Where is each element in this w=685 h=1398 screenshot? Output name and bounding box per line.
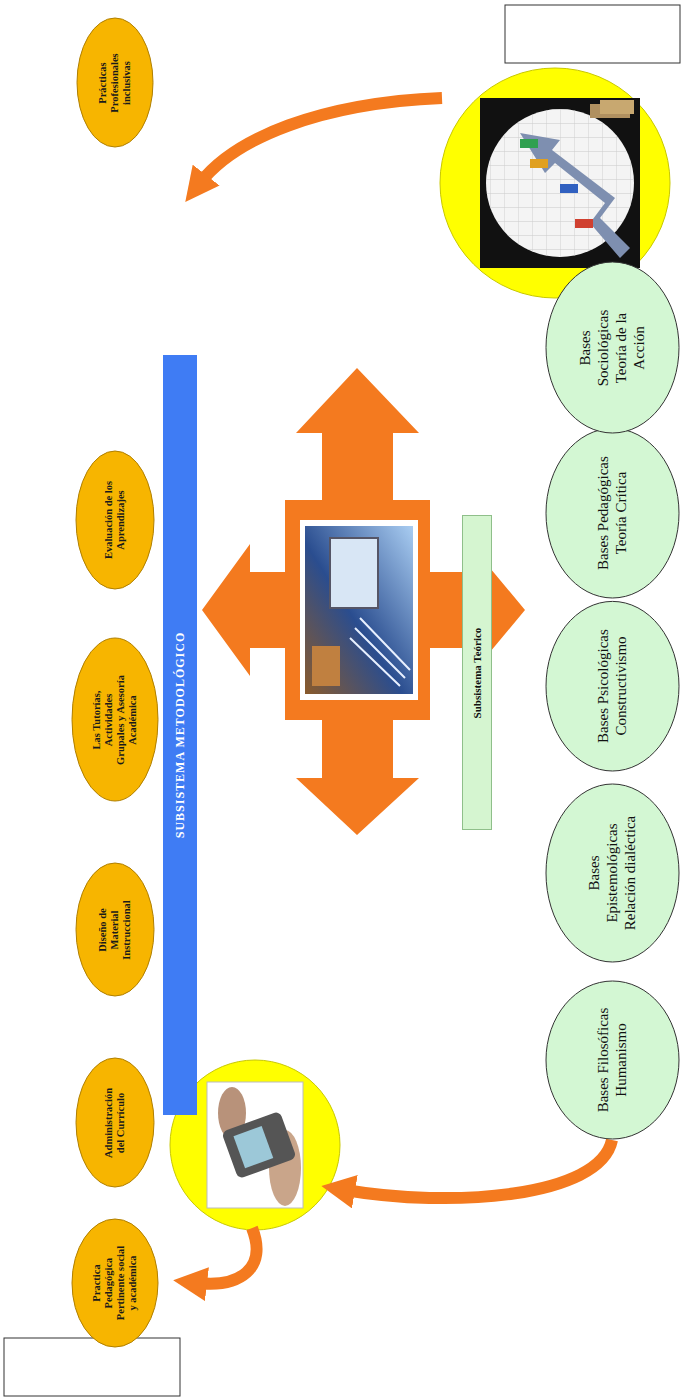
gold-oval: Diseño de Material Instruccional [75, 863, 155, 998]
text-holder: Diseño de Material Instruccional [97, 890, 133, 970]
node-text: Bases Psicológicas [594, 629, 612, 743]
text-holder: SUBSISTEMA METODOLÓGICO [173, 632, 188, 839]
node-text: Teoría de la Acción [612, 291, 648, 406]
empty-frame [505, 5, 680, 63]
node-text: Constructivismo [612, 636, 630, 735]
oval-shape [546, 601, 679, 771]
green-oval: Bases SociológicasTeoría de la Acción [545, 262, 680, 435]
green-oval: Bases PsicológicasConstructivismo [545, 600, 680, 772]
oval-shape [546, 263, 679, 434]
oval-shape [76, 864, 154, 997]
green-oval: Bases PedagógicasTeoría Crítica [545, 427, 680, 599]
oval-shape [72, 639, 158, 802]
text-holder: Subsistema Teórico [471, 628, 483, 719]
node-text: Las Tutorías, Actividades Grupales y Ase… [91, 673, 139, 768]
phone-photo [207, 1082, 303, 1208]
green-oval: Bases EpistemológicasRelación dialéctica [545, 783, 680, 963]
gold-oval: Prácticas Profesionales inclusivas [76, 18, 154, 149]
text-holder: Administración del Currículo [103, 1081, 127, 1166]
subsystem-bar: SUBSISTEMA METODOLÓGICO [163, 355, 197, 1115]
text-holder: Practica Pedagógica Pertinente social y … [91, 1244, 139, 1322]
node-text: Administración del Currículo [103, 1081, 127, 1166]
node-text: Relación dialéctica [621, 816, 639, 931]
curved-arrow [200, 98, 442, 183]
node-text: SUBSISTEMA METODOLÓGICO [173, 632, 188, 839]
oval-outline [545, 262, 680, 435]
curved-arrow [197, 1228, 257, 1284]
node-text: Teoría Crítica [612, 472, 630, 555]
text-holder: Bases PsicológicasConstructivismo [594, 629, 630, 743]
gold-oval: Practica Pedagógica Pertinente social y … [71, 1218, 159, 1348]
gold-oval: Las Tutorías, Actividades Grupales y Ase… [71, 638, 159, 803]
empty-frame [4, 1338, 180, 1396]
node-text: Practica Pedagógica Pertinente social y … [91, 1244, 139, 1322]
text-holder: Bases SociológicasTeoría de la Acción [576, 291, 648, 406]
node-text: Bases Sociológicas [576, 291, 612, 406]
node-text: Bases Epistemológicas [585, 816, 621, 931]
node-text: Bases Pedagógicas [594, 456, 612, 570]
gold-oval: Evaluación de los Aprendizajes [75, 450, 155, 590]
node-text: Prácticas Profesionales inclusivas [97, 41, 133, 126]
oval-shape [77, 19, 153, 148]
oval-outline [545, 427, 680, 599]
oval-outline [545, 600, 680, 772]
oval-shape [546, 428, 679, 598]
node-text: Bases Filosóficas [594, 1008, 612, 1113]
climbing-picture [480, 98, 640, 268]
subsystem-label: Subsistema Teórico [462, 516, 492, 831]
oval-shape [76, 451, 154, 589]
oval-shape [546, 981, 679, 1139]
yellow-circle [440, 68, 670, 298]
text-holder: Bases EpistemológicasRelación dialéctica [585, 816, 639, 931]
gold-oval: Administración del Currículo [75, 1058, 155, 1189]
text-holder: Evaluación de los Aprendizajes [103, 480, 127, 560]
node-text: Subsistema Teórico [471, 628, 483, 719]
curved-arrow [345, 1140, 612, 1198]
oval-shape [72, 1219, 158, 1347]
node-text: Diseño de Material Instruccional [97, 890, 133, 970]
text-holder: Prácticas Profesionales inclusivas [97, 41, 133, 126]
central-cross [202, 368, 525, 835]
node-text: Evaluación de los Aprendizajes [103, 480, 127, 560]
oval-outline [545, 980, 680, 1140]
text-holder: Bases PedagógicasTeoría Crítica [594, 456, 630, 570]
oval-shape [76, 1059, 154, 1188]
green-oval: Bases FilosóficasHumanismo [545, 980, 680, 1140]
text-holder: Bases FilosóficasHumanismo [594, 1008, 630, 1113]
oval-shape [546, 784, 679, 962]
text-holder: Las Tutorías, Actividades Grupales y Ase… [91, 673, 139, 768]
node-text: Humanismo [612, 1023, 630, 1096]
technology-photo [300, 520, 418, 700]
